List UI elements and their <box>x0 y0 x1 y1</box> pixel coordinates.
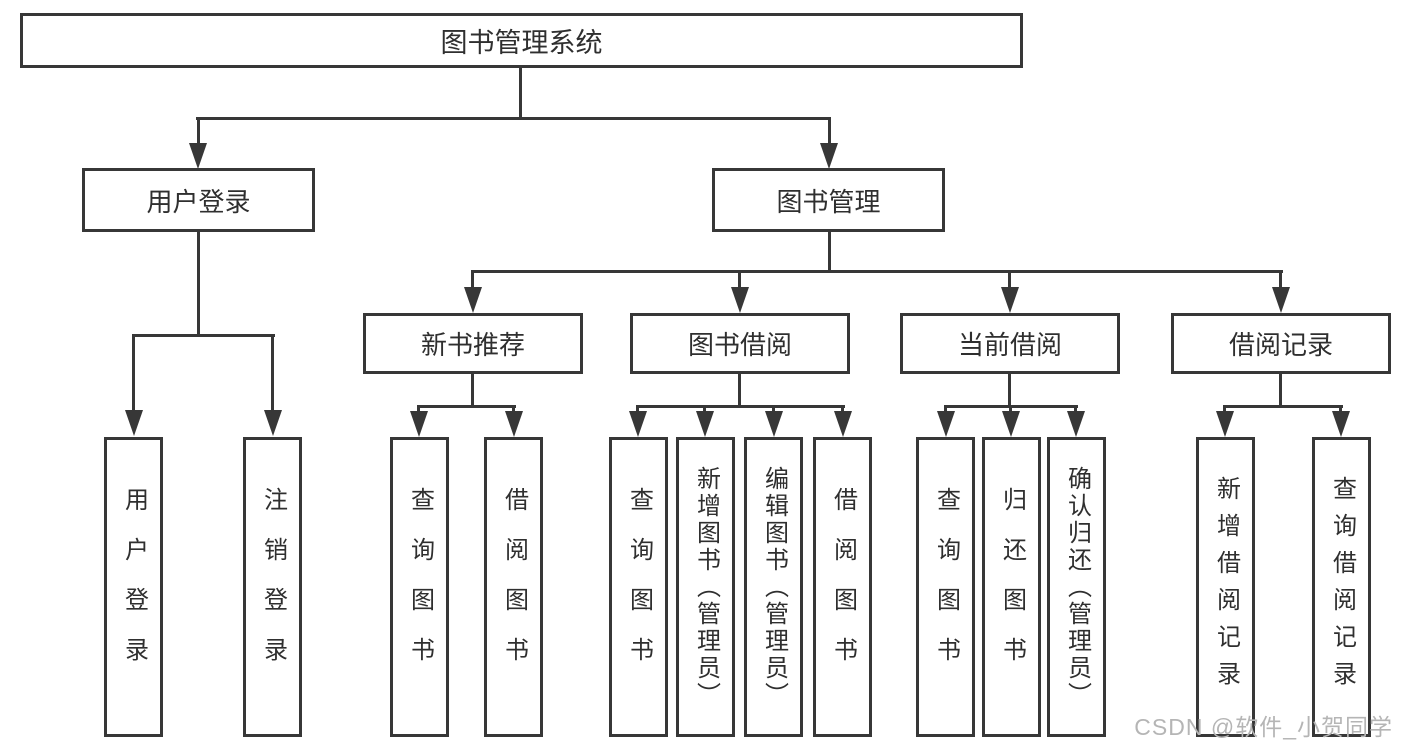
connector-drop <box>1339 405 1342 413</box>
node-label: 用户登录 <box>146 186 251 217</box>
node-label: 当前借阅 <box>957 330 1062 360</box>
node-label: 用户登录 <box>120 487 148 687</box>
connector-drop <box>132 334 135 412</box>
arrow-down-icon <box>505 411 523 437</box>
leaf-logout: 注销登录 <box>243 437 302 737</box>
arrow-down-icon <box>937 411 955 437</box>
csdn-watermark: CSDN @软件_小贺同学 <box>1134 714 1393 740</box>
connector-current-borrow-stem <box>1008 374 1011 407</box>
arrow-down-icon <box>629 411 647 437</box>
node-label: 确认归还（管理员） <box>1063 465 1091 709</box>
arrow-down-icon <box>125 410 143 436</box>
connector-drop <box>1279 270 1282 288</box>
node-label: 借阅图书 <box>500 487 528 687</box>
connector-borrow-record-rail <box>1223 405 1343 408</box>
node-label: 查询图书 <box>932 487 960 687</box>
connector-user-login-drop <box>197 117 200 145</box>
leaf-borrow-books-recommend: 借阅图书 <box>484 437 543 737</box>
leaf-add-books-admin: 新增图书（管理员） <box>676 437 735 737</box>
connector-drop <box>471 270 474 288</box>
arrow-down-icon <box>1067 411 1085 437</box>
connector-drop <box>1008 270 1011 288</box>
node-new-book-recommend: 新书推荐 <box>363 313 583 374</box>
connector-book-management-rail <box>471 270 1283 273</box>
leaf-query-books-recommend: 查询图书 <box>390 437 449 737</box>
connector-user-login-stem <box>197 232 200 336</box>
leaf-return-books: 归还图书 <box>982 437 1041 737</box>
node-label: 借阅图书 <box>829 487 857 687</box>
arrow-down-icon <box>696 411 714 437</box>
connector-user-login-rail <box>132 334 275 337</box>
connector-book-management-stem <box>828 232 831 273</box>
connector-book-management-drop <box>828 117 831 145</box>
connector-borrow-record-stem <box>1279 374 1282 407</box>
node-book-management: 图书管理 <box>712 168 945 232</box>
node-label: 编辑图书（管理员） <box>760 465 788 709</box>
connector-root-stem <box>519 68 522 118</box>
arrow-down-icon <box>1332 411 1350 437</box>
connector-drop <box>512 405 515 413</box>
arrow-down-icon <box>765 411 783 437</box>
node-library-management-system: 图书管理系统 <box>20 13 1023 68</box>
connector-drop <box>944 405 947 413</box>
node-label: 新增图书（管理员） <box>692 465 720 709</box>
node-label: 新书推荐 <box>420 330 525 360</box>
leaf-query-borrow-record: 查询借阅记录 <box>1312 437 1371 737</box>
connector-drop <box>703 405 706 413</box>
leaf-borrow-books: 借阅图书 <box>813 437 872 737</box>
node-label: 归还图书 <box>998 487 1026 687</box>
node-borrowing-records: 借阅记录 <box>1171 313 1391 374</box>
arrow-down-icon <box>1002 411 1020 437</box>
node-label: 注销登录 <box>259 487 287 687</box>
leaf-user-login: 用户登录 <box>104 437 163 737</box>
leaf-query-books-current: 查询图书 <box>916 437 975 737</box>
arrow-down-icon <box>820 143 838 169</box>
connector-root-rail <box>196 117 831 120</box>
arrow-down-icon <box>1001 287 1019 313</box>
connector-drop <box>271 334 274 412</box>
node-label: 新增借阅记录 <box>1212 476 1240 698</box>
connector-drop <box>1223 405 1226 413</box>
arrow-down-icon <box>1272 287 1290 313</box>
node-label: 图书借阅 <box>687 330 792 360</box>
leaf-edit-books-admin: 编辑图书（管理员） <box>744 437 803 737</box>
arrow-down-icon <box>410 411 428 437</box>
connector-new-book-stem <box>471 374 474 407</box>
arrow-down-icon <box>189 143 207 169</box>
connector-new-book-rail <box>417 405 516 408</box>
arrow-down-icon <box>731 287 749 313</box>
connector-drop <box>1009 405 1012 413</box>
node-label: 图书管理系统 <box>440 28 603 58</box>
leaf-confirm-return-admin: 确认归还（管理员） <box>1047 437 1106 737</box>
connector-drop <box>417 405 420 413</box>
connector-drop <box>1074 405 1077 413</box>
arrow-down-icon <box>834 411 852 437</box>
node-label: 查询图书 <box>406 487 434 687</box>
connector-drop <box>772 405 775 413</box>
node-label: 借阅记录 <box>1228 330 1333 360</box>
node-user-login: 用户登录 <box>82 168 315 232</box>
connector-drop <box>738 270 741 288</box>
arrow-down-icon <box>264 410 282 436</box>
connector-book-borrow-rail <box>636 405 845 408</box>
node-label: 查询借阅记录 <box>1328 476 1356 698</box>
connector-drop <box>841 405 844 413</box>
connector-drop <box>636 405 639 413</box>
connector-book-borrow-stem <box>738 374 741 407</box>
node-label: 图书管理 <box>776 186 881 217</box>
node-current-borrowing: 当前借阅 <box>900 313 1120 374</box>
node-label: 查询图书 <box>625 487 653 687</box>
arrow-down-icon <box>1216 411 1234 437</box>
arrow-down-icon <box>464 287 482 313</box>
leaf-query-books-borrow: 查询图书 <box>609 437 668 737</box>
node-book-borrowing: 图书借阅 <box>630 313 850 374</box>
leaf-add-borrow-record: 新增借阅记录 <box>1196 437 1255 737</box>
